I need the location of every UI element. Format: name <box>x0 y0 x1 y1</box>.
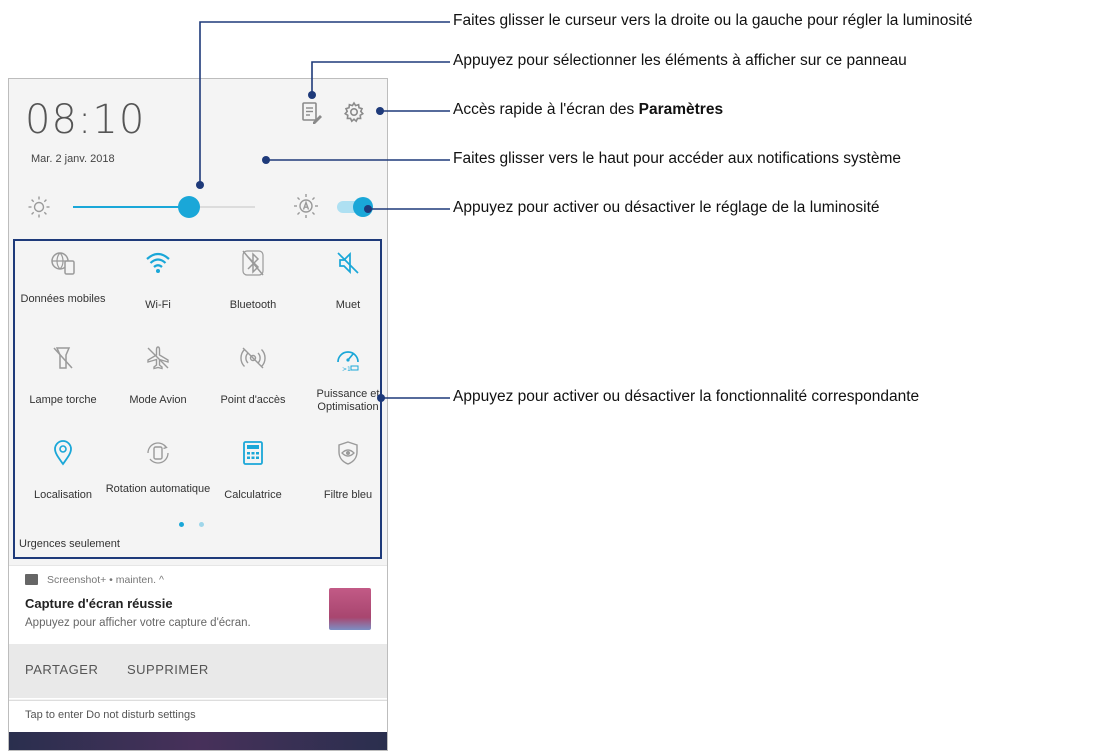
quick-tile-label: Rotation automatique <box>105 483 211 495</box>
quick-tile-mobile-data[interactable]: Données mobiles <box>15 241 111 331</box>
brightness-slider-thumb[interactable] <box>178 196 201 218</box>
quick-tile-bluetooth-off[interactable]: Bluetooth <box>205 241 301 331</box>
callout-swipe-up: Faites glisser vers le haut pour accéder… <box>453 150 901 167</box>
flashlight-off-icon <box>49 344 77 372</box>
quick-tile-label: Point d'accès <box>220 394 286 406</box>
callout-dot-slider <box>196 181 204 189</box>
quick-tile-mute[interactable]: Muet <box>300 241 387 331</box>
quick-tile-flashlight-off[interactable]: Lampe torche <box>15 336 111 426</box>
image-icon <box>25 574 38 585</box>
brightness-slider-fill <box>73 206 190 208</box>
dnd-hint[interactable]: Tap to enter Do not disturb settings <box>9 700 387 732</box>
callout-settings-bold: Paramètres <box>638 101 724 118</box>
quick-tile-label: Puissance et Optimisation <box>316 388 380 413</box>
quick-tile-wifi[interactable]: Wi-Fi <box>110 241 206 331</box>
dnd-hint-text: Tap to enter Do not disturb settings <box>25 709 196 721</box>
callout-dot-settings <box>376 107 384 115</box>
svg-text:>1: >1 <box>342 366 351 372</box>
callout-settings-prefix: Accès rapide à l'écran des <box>453 101 639 118</box>
tiles-highlight-frame <box>13 239 382 559</box>
share-button[interactable]: PARTAGER <box>25 662 99 677</box>
callout-line-slider <box>199 21 450 185</box>
quick-tile-auto-rotate[interactable]: Rotation automatique <box>106 431 210 521</box>
airplane-icon <box>144 344 172 372</box>
brightness-low-icon <box>27 195 51 219</box>
quick-tile-label: Calculatrice <box>224 489 282 501</box>
auto-brightness-icon <box>293 193 319 219</box>
wifi-icon <box>144 249 172 277</box>
hotspot-off-icon <box>239 344 267 372</box>
delete-button[interactable]: SUPPRIMER <box>127 662 209 677</box>
callout-settings: Accès rapide à l'écran des Paramètres <box>453 101 723 119</box>
mute-icon <box>334 249 362 277</box>
settings-gear-icon[interactable] <box>343 101 365 123</box>
notification-card[interactable]: Screenshot+ • mainten. ^ Capture d'écran… <box>9 565 387 699</box>
date: Mar. 2 janv. 2018 <box>31 153 115 165</box>
auto-rotate-icon <box>144 439 172 467</box>
callout-dot-toggle <box>364 205 372 213</box>
quick-tile-hotspot-off[interactable]: Point d'accès <box>205 336 301 426</box>
priority-mode-label: Urgences seulement <box>19 538 120 550</box>
quick-tile-label: Filtre bleu <box>323 489 373 501</box>
callout-tiles: Appuyez pour activer ou désactiver la fo… <box>453 388 920 405</box>
clock: 08:10 <box>25 97 146 143</box>
notification-body: Appuyez pour afficher votre capture d'éc… <box>25 617 251 629</box>
quick-tile-label: Données mobiles <box>20 293 106 305</box>
callout-brightness-slider: Faites glisser le curseur vers la droite… <box>453 12 973 29</box>
callout-dot-tiles <box>377 394 385 402</box>
quick-tile-calculator[interactable]: Calculatrice <box>205 431 301 521</box>
quick-tile-label: Wi-Fi <box>145 299 171 311</box>
calculator-icon <box>239 439 267 467</box>
quick-tile-label: Muet <box>335 299 361 311</box>
quick-tile-label: Mode Avion <box>129 394 187 406</box>
callout-dot-edit <box>308 91 316 99</box>
callout-line-edit <box>311 61 450 95</box>
quick-tile-blue-filter[interactable]: Filtre bleu <box>300 431 387 521</box>
edit-tiles-icon[interactable] <box>301 101 323 125</box>
mobile-data-icon <box>49 249 77 277</box>
screenshot-thumbnail[interactable] <box>329 588 371 630</box>
quick-tile-label: Localisation <box>33 489 93 501</box>
callout-auto-brightness: Appuyez pour activer ou désactiver le ré… <box>453 199 880 216</box>
notification-app-name: Screenshot+ • mainten. ^ <box>47 574 164 586</box>
quick-settings-panel: 08:10 Mar. 2 janv. 2018 <box>8 78 388 751</box>
quick-tile-label: Lampe torche <box>29 394 97 406</box>
quick-tile-location[interactable]: Localisation <box>15 431 111 521</box>
brightness-slider[interactable] <box>73 206 255 208</box>
wallpaper-strip <box>9 732 387 750</box>
quick-tile-airplane[interactable]: Mode Avion <box>110 336 206 426</box>
page-dot[interactable] <box>199 522 204 527</box>
callout-edit-panel: Appuyez pour sélectionner les éléments à… <box>453 52 907 69</box>
callout-dot-swipe <box>262 156 270 164</box>
blue-filter-icon <box>334 439 362 467</box>
page-dot-active[interactable] <box>179 522 184 527</box>
speedometer-icon: >1 <box>334 344 362 373</box>
location-icon <box>49 439 77 467</box>
notification-actions: PARTAGER SUPPRIMER <box>9 644 387 698</box>
quick-tile-label: Bluetooth <box>229 299 277 311</box>
notification-title: Capture d'écran réussie <box>25 596 173 611</box>
bluetooth-off-icon <box>239 249 267 277</box>
page-indicator <box>179 522 209 528</box>
